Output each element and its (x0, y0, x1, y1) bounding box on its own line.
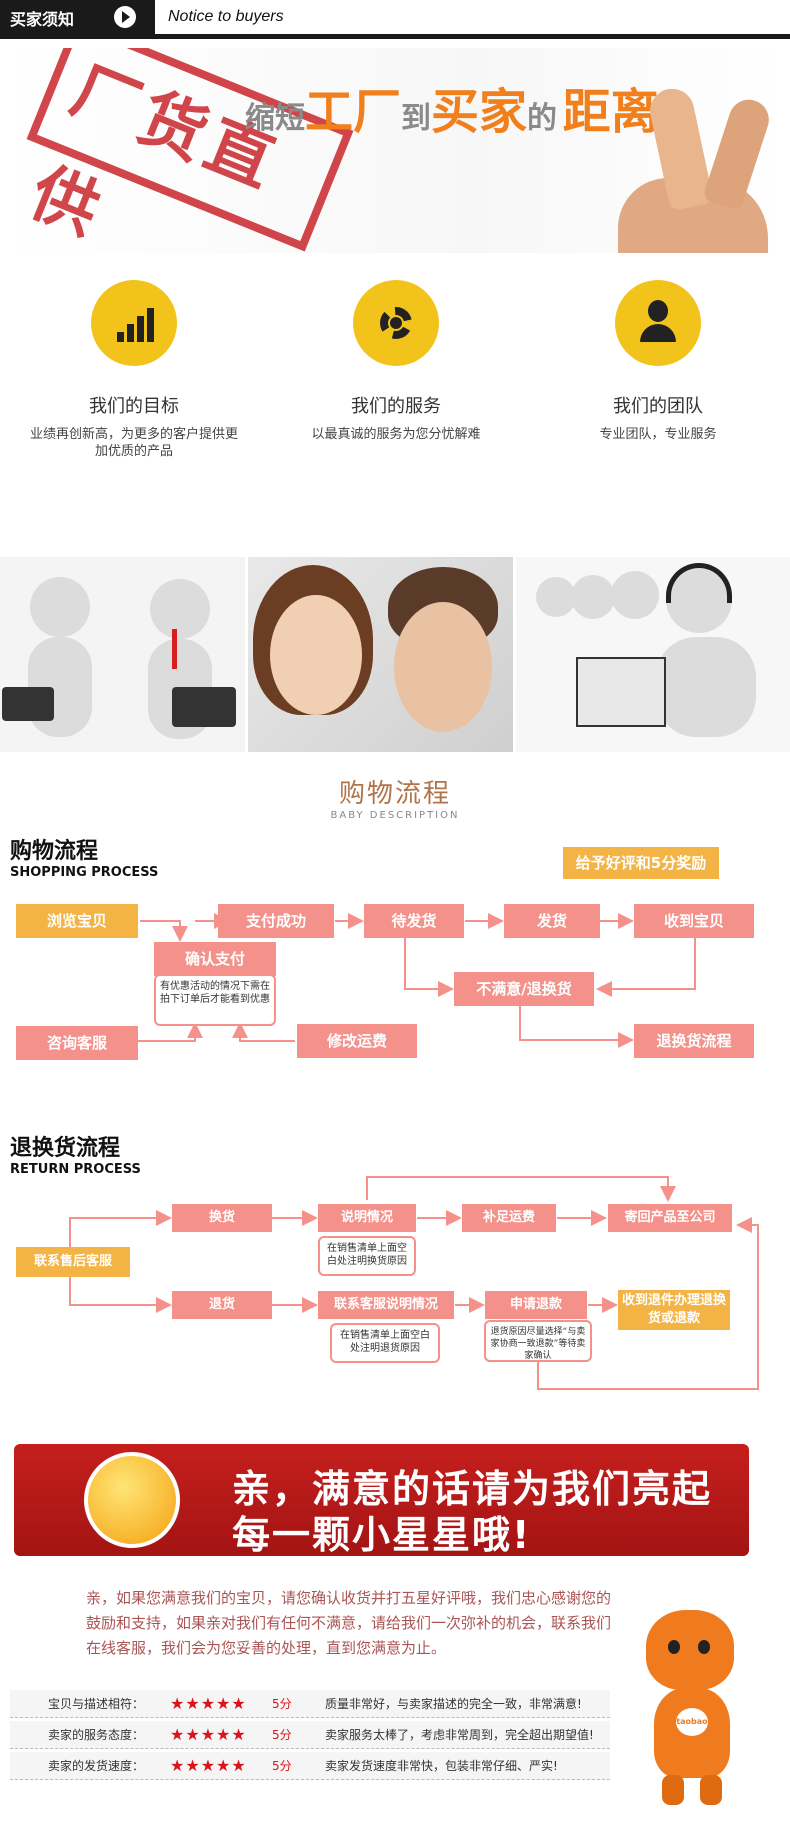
step-confirm: 确认支付 (154, 942, 276, 976)
smiley-icon (84, 1452, 180, 1548)
call-center-image (516, 557, 790, 752)
header-subtitle: Notice to buyers (168, 8, 284, 25)
slogan-part: 到 (401, 101, 432, 136)
slogan-part: 的 (527, 101, 558, 136)
rating-stars: ★★★★★ (170, 1694, 247, 1713)
rating-score: 5分 (272, 1728, 292, 1742)
return-contact: 联系售后客服 (16, 1247, 130, 1277)
discount-note: 有优惠活动的情况下需在拍下订单后才能看到优惠 (154, 974, 276, 1026)
refund-note: 在销售清单上面空白处注明退货原因 (330, 1323, 440, 1363)
gear-icon (353, 280, 439, 366)
taobao-mascot: taobao (636, 1610, 746, 1810)
value-title: 我们的团队 (613, 396, 703, 417)
star-request-banner: 亲，满意的话请为我们亮起 每一颗小星星哦! (14, 1444, 749, 1556)
step-consult: 咨询客服 (16, 1026, 138, 1060)
bar-chart-icon (91, 280, 177, 366)
value-desc: 专业团队，专业服务 (599, 427, 717, 442)
step-shipped: 发货 (504, 904, 600, 938)
section-title-cn: 购物流程 (338, 779, 451, 809)
step-pending: 待发货 (364, 904, 464, 938)
value-item-service: 我们的服务 以最真诚的服务为您分忧解难 (286, 280, 506, 443)
return-contact-cs: 联系客服说明情况 (318, 1291, 454, 1319)
rating-text: 质量非常好，与卖家描述的完全一致，非常满意! (325, 1697, 582, 1711)
rating-row: 卖家的服务态度： ★★★★★ 5分 卖家服务太棒了，考虑非常周到，完全超出期望值… (10, 1721, 610, 1749)
rating-score: 5分 (272, 1697, 292, 1711)
value-desc: 业绩再创新高，为更多的客户提供更加优质的产品 (29, 427, 238, 459)
shopping-process-heading: 购物流程 SHOPPING PROCESS (10, 833, 158, 880)
return-exchange: 换货 (172, 1204, 272, 1232)
step-modify: 修改运费 (297, 1024, 417, 1058)
section-title-en: BABY DESCRIPTION (330, 810, 460, 821)
rating-table: 宝贝与描述相符： ★★★★★ 5分 质量非常好，与卖家描述的完全一致，非常满意!… (10, 1690, 610, 1783)
value-title: 我们的目标 (89, 396, 179, 417)
return-receive: 收到退件办理退换货或退款 (618, 1290, 730, 1330)
section-title: 购物流程 BABY DESCRIPTION (0, 773, 790, 821)
rating-row: 卖家的发货速度： ★★★★★ 5分 卖家发货速度非常快，包装非常仔细、严实! (10, 1752, 610, 1780)
refund-reason-note: 退货原因尽量选择“与卖家协商一致退款”等待卖家确认 (484, 1320, 592, 1362)
slogan-part: 买家 (431, 84, 528, 140)
handshake-image (0, 557, 245, 752)
photo-strip (0, 557, 790, 752)
hand-image (598, 84, 778, 253)
header-divider (0, 34, 790, 39)
step-unhappy: 不满意/退换货 (454, 972, 594, 1006)
header-title: 买家须知 (10, 10, 75, 29)
rating-score: 5分 (272, 1759, 292, 1773)
rating-text: 卖家发货速度非常快，包装非常仔细、严实! (325, 1759, 558, 1773)
person-icon (615, 280, 701, 366)
value-item-team: 我们的团队 专业团队，专业服务 (548, 280, 768, 443)
return-process-heading: 退换货流程 RETURN PROCESS (10, 1130, 141, 1177)
rating-text: 卖家服务太棒了，考虑非常周到，完全超出期望值! (325, 1728, 594, 1742)
shopping-title: 购物流程 (10, 839, 99, 864)
values-section: 我们的目标 业绩再创新高，为更多的客户提供更加优质的产品 我们的服务 以最真诚的… (0, 280, 790, 490)
rating-stars: ★★★★★ (170, 1725, 247, 1744)
value-title: 我们的服务 (351, 396, 441, 417)
banner-line-1: 亲，满意的话请为我们亮起 (232, 1467, 713, 1511)
rating-stars: ★★★★★ (170, 1756, 247, 1775)
support-agents-image (248, 557, 513, 752)
return-apply-refund: 申请退款 (485, 1291, 587, 1319)
value-desc: 以最真诚的服务为您分忧解难 (311, 427, 481, 442)
value-item-goal: 我们的目标 业绩再创新高，为更多的客户提供更加优质的产品 (24, 280, 244, 460)
banner-slogan: 缩短工厂到买家的 距离 (245, 72, 659, 142)
header-title-box: 买家须知 (0, 0, 155, 34)
step-browse: 浏览宝贝 (16, 904, 138, 938)
header-bar: 买家须知 Notice to buyers (0, 0, 790, 39)
step-paid: 支付成功 (218, 904, 334, 938)
rating-label: 卖家的发货速度： (48, 1759, 145, 1773)
step-received: 收到宝贝 (634, 904, 754, 938)
return-explain: 说明情况 (318, 1204, 416, 1232)
exchange-note: 在销售清单上面空白处注明换货原因 (318, 1236, 416, 1276)
returns-subtitle: RETURN PROCESS (10, 1162, 141, 1177)
return-refund: 退货 (172, 1291, 272, 1319)
slogan-part: 缩短 (245, 101, 305, 136)
banner-line-2: 每一颗小星星哦! (232, 1513, 532, 1556)
return-send-back: 寄回产品至公司 (608, 1204, 732, 1232)
play-icon[interactable] (114, 6, 136, 28)
thanks-text: 亲，如果您满意我们的宝贝，请您确认收货并打五星好评哦，我们忠心感谢您的鼓励和支持… (86, 1589, 612, 1657)
rating-label: 宝贝与描述相符： (48, 1697, 145, 1711)
return-shipping-fee: 补足运费 (462, 1204, 556, 1232)
shopping-subtitle: SHOPPING PROCESS (10, 865, 159, 880)
mascot-badge: taobao (676, 1708, 708, 1736)
rating-row: 宝贝与描述相符： ★★★★★ 5分 质量非常好，与卖家描述的完全一致，非常满意! (10, 1690, 610, 1718)
slogan-part: 工厂 (305, 84, 402, 140)
step-return-flow: 退换货流程 (634, 1024, 754, 1058)
factory-banner: 厂货直供 缩短工厂到买家的 距离 (0, 48, 790, 253)
returns-title: 退换货流程 (10, 1136, 121, 1161)
rating-label: 卖家的服务态度： (48, 1728, 145, 1742)
reward-badge: 给予好评和5分奖励 (563, 847, 719, 879)
slogan-part: 距离 (562, 84, 659, 140)
